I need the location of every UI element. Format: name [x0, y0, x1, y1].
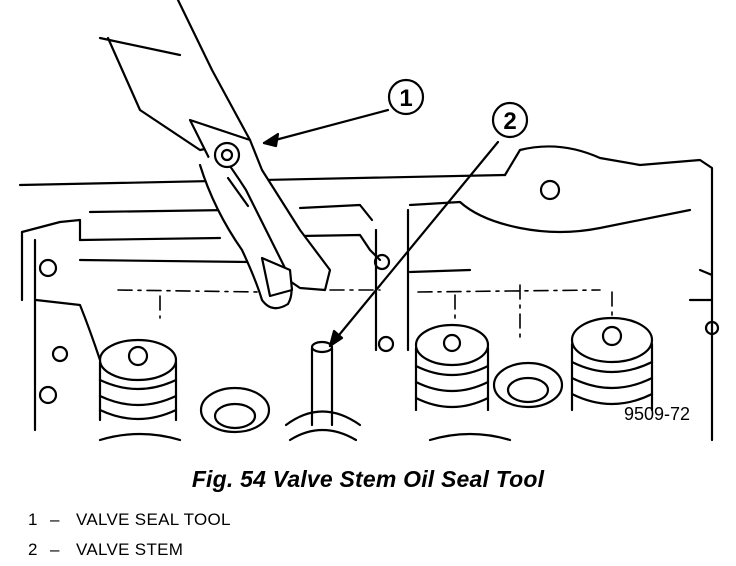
valve-spring-right-1 — [414, 323, 490, 412]
lower-ports — [98, 432, 512, 442]
legend-item: 2–VALVE STEM — [28, 540, 183, 560]
legend-separator: – — [50, 510, 60, 529]
figure-caption: Fig. 54 Valve Stem Oil Seal Tool — [191, 466, 545, 492]
cylinder-head-outline — [18, 145, 714, 442]
figure-code: 9509-72 — [624, 404, 690, 424]
legend-separator: – — [50, 540, 60, 559]
valve-spring-left — [98, 338, 178, 422]
legend-label: VALVE SEAL TOOL — [76, 510, 231, 529]
legend-label: VALVE STEM — [76, 540, 184, 559]
legend-item: 1–VALVE SEAL TOOL — [28, 510, 231, 530]
valve-retainer-left — [199, 386, 271, 434]
callout-2-number: 2 — [503, 108, 516, 135]
legend-number: 2 — [28, 540, 38, 559]
valve-stem — [284, 340, 362, 442]
valve-seal-tool — [98, 0, 332, 310]
valve-spring-right-2 — [570, 316, 654, 412]
callout-1-circle — [387, 78, 425, 116]
valve-retainer-right — [492, 361, 564, 409]
leader-lines — [262, 108, 500, 348]
valve-seal-tool-illustration: 1 2 9509-72 — [18, 0, 720, 442]
center-lines — [117, 284, 613, 341]
callout-2-circle — [491, 101, 529, 139]
bolt-holes — [38, 179, 720, 405]
callout-1-number: 1 — [399, 85, 412, 112]
legend-number: 1 — [28, 510, 38, 529]
